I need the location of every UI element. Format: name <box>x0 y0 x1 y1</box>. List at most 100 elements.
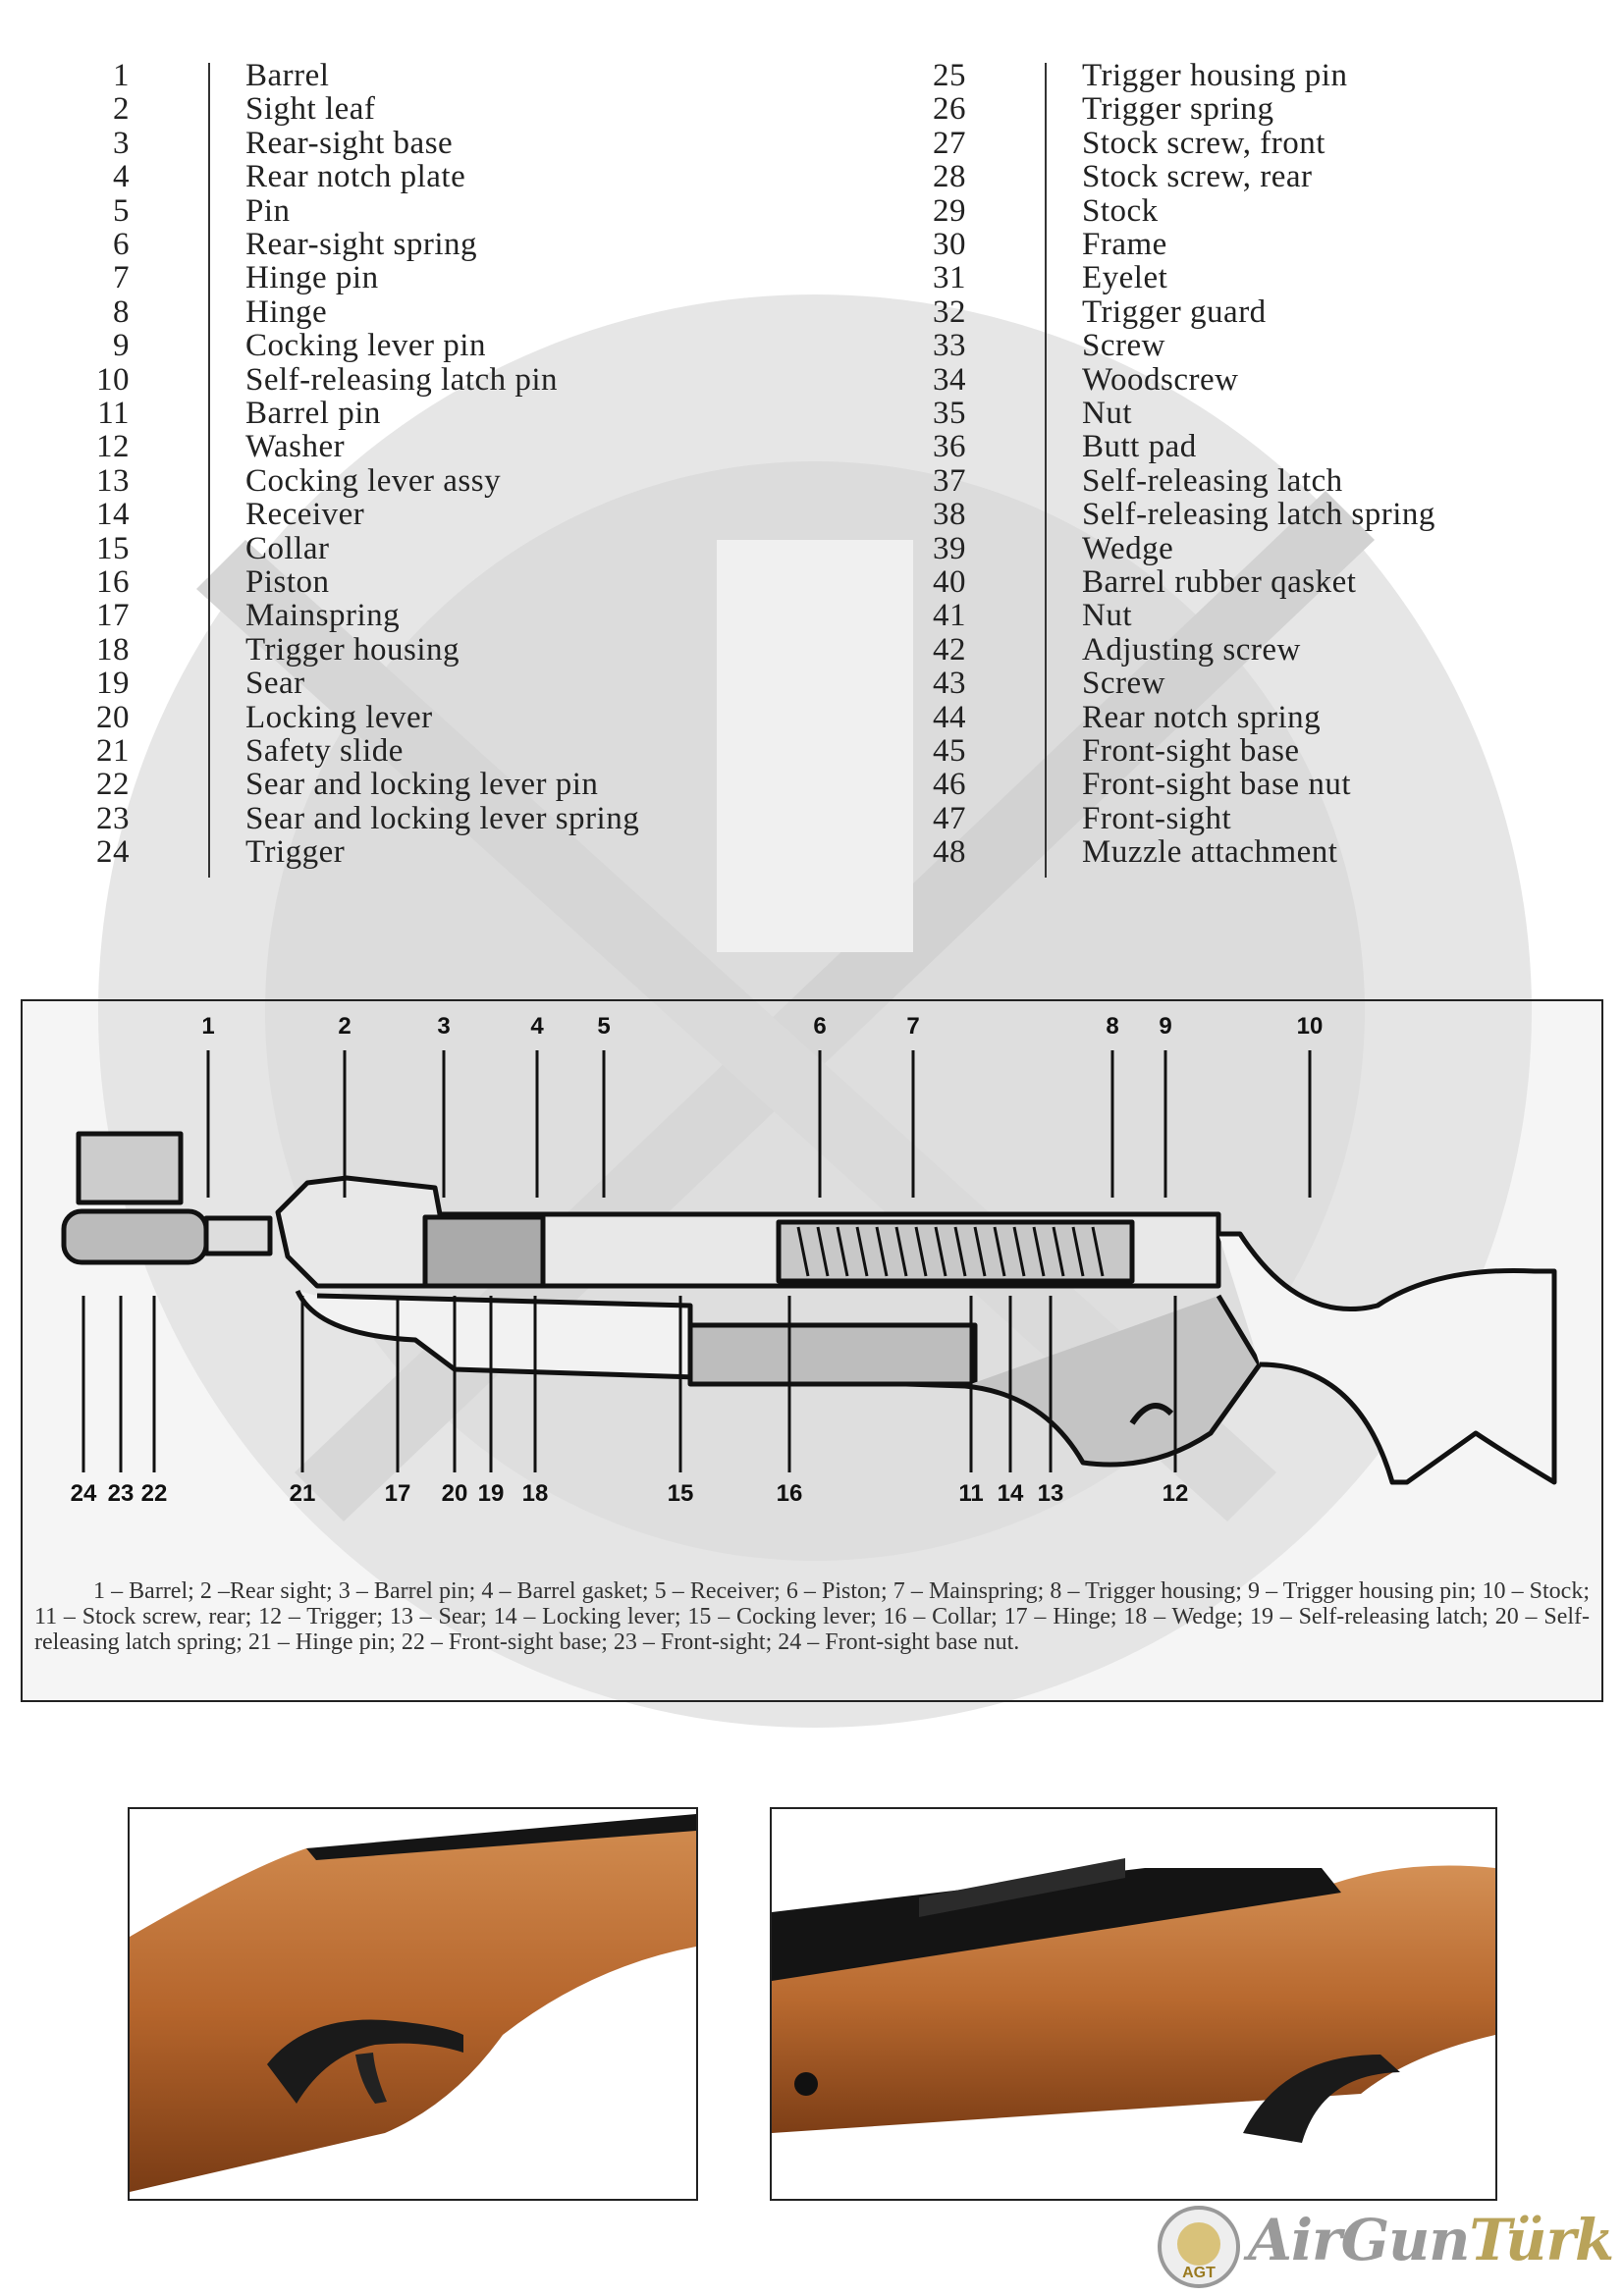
part-name: Barrel pin <box>245 396 381 431</box>
part-name: Sight leaf <box>245 91 376 128</box>
callout-label-bottom: 13 <box>1037 1480 1064 1507</box>
muzzle-attachment-shape <box>61 1208 209 1265</box>
part-number: 43 <box>933 666 966 702</box>
callout-label-bottom: 22 <box>140 1480 168 1507</box>
part-name: Self-releasing latch <box>1082 462 1343 499</box>
part-number: 27 <box>933 125 966 161</box>
part-number: 3 <box>113 125 130 161</box>
part-number: 36 <box>933 429 966 465</box>
part-number: 10 <box>96 361 130 398</box>
part-number: 15 <box>96 530 130 566</box>
part-number: 11 <box>97 396 130 431</box>
part-number: 48 <box>933 834 966 871</box>
part-number: 40 <box>933 564 966 600</box>
part-name: Trigger housing <box>245 631 460 667</box>
part-name: Trigger guard <box>1082 294 1267 330</box>
part-number: 33 <box>933 328 966 364</box>
part-name: Rear-sight spring <box>245 227 478 262</box>
part-name: Stock screw, front <box>1082 125 1325 161</box>
part-number: 25 <box>933 58 966 93</box>
part-name: Stock screw, rear <box>1082 159 1313 195</box>
callout-label-bottom: 24 <box>70 1480 97 1507</box>
part-name: Hinge pin <box>245 260 379 296</box>
part-name: Pin <box>245 192 291 229</box>
part-name: Cocking lever assy <box>245 462 502 499</box>
part-name: Collar <box>245 530 330 566</box>
part-name: Self-releasing latch pin <box>245 361 559 398</box>
part-name: Nut <box>1082 598 1132 634</box>
part-name: Stock <box>1082 192 1159 229</box>
part-number: 42 <box>933 631 966 667</box>
part-number: 13 <box>96 462 130 499</box>
photo-stock-trigger-guard <box>128 1807 698 2201</box>
callout-label-bottom: 18 <box>521 1480 549 1507</box>
photo-stock-receiver <box>770 1807 1497 2201</box>
stock-shape <box>1218 1231 1557 1485</box>
part-name: Rear notch spring <box>1082 699 1322 735</box>
parts-list-divider-left <box>208 63 210 878</box>
front-sight-shape <box>76 1131 184 1205</box>
part-number: 12 <box>96 429 130 465</box>
part-name: Wedge <box>1082 530 1174 566</box>
part-number: 7 <box>113 260 130 296</box>
part-number: 6 <box>113 227 130 262</box>
rifle-cutaway-drawing <box>61 1050 1557 1485</box>
part-name: Safety slide <box>245 733 404 769</box>
part-name: Mainspring <box>245 598 401 634</box>
callout-label-top: 5 <box>597 1013 611 1040</box>
part-name: Self-releasing latch spring <box>1082 497 1435 533</box>
part-number: 41 <box>933 598 966 634</box>
part-number: 46 <box>933 767 966 803</box>
part-name: Rear notch plate <box>245 159 466 195</box>
part-number: 38 <box>933 497 966 533</box>
part-number: 8 <box>113 294 130 330</box>
part-name: Nut <box>1082 396 1132 431</box>
part-number: 19 <box>96 666 130 702</box>
part-name: Washer <box>245 429 346 465</box>
callout-label-top: 6 <box>813 1013 827 1040</box>
callout-label-top: 3 <box>437 1013 451 1040</box>
logo-text-turk: Türk <box>1469 2207 1614 2273</box>
part-number: 47 <box>933 800 966 836</box>
part-number: 9 <box>113 328 130 364</box>
part-name: Woodscrew <box>1082 361 1239 398</box>
callout-label-top: 2 <box>338 1013 352 1040</box>
part-number: 30 <box>933 227 966 262</box>
diagram-caption: 1 – Barrel; 2 –Rear sight; 3 – Barrel pi… <box>34 1578 1590 1655</box>
callout-label-bottom: 11 <box>958 1480 984 1507</box>
agt-badge-icon: AGT <box>1158 2206 1240 2288</box>
part-number: 1 <box>113 58 130 93</box>
part-name: Trigger housing pin <box>1082 58 1348 93</box>
part-number: 35 <box>933 396 966 431</box>
callout-label-bottom: 23 <box>107 1480 135 1507</box>
part-name: Barrel <box>245 58 330 93</box>
part-name: Trigger <box>245 834 346 871</box>
part-number: 18 <box>96 631 130 667</box>
part-number: 21 <box>96 733 130 769</box>
part-number: 32 <box>933 294 966 330</box>
part-name: Screw <box>1082 328 1165 364</box>
part-number: 2 <box>113 91 130 128</box>
callout-label-bottom: 12 <box>1162 1480 1189 1507</box>
part-name: Screw <box>1082 666 1165 702</box>
part-name: Muzzle attachment <box>1082 834 1338 871</box>
part-name: Frame <box>1082 227 1167 262</box>
part-number: 44 <box>933 699 966 735</box>
callout-label-bottom: 14 <box>997 1480 1024 1507</box>
parts-list-divider-right <box>1045 63 1047 878</box>
part-name: Front-sight <box>1082 800 1232 836</box>
part-number: 4 <box>113 159 130 195</box>
part-name: Front-sight base <box>1082 733 1300 769</box>
logo-wordmark: AirGunTürk <box>1248 2207 1614 2273</box>
part-name: Eyelet <box>1082 260 1168 296</box>
part-name: Piston <box>245 564 330 600</box>
part-number: 39 <box>933 530 966 566</box>
part-name: Locking lever <box>245 699 433 735</box>
part-number: 17 <box>96 598 130 634</box>
part-number: 29 <box>933 192 966 229</box>
part-name: Receiver <box>245 497 365 533</box>
part-number: 20 <box>96 699 130 735</box>
part-name: Front-sight base nut <box>1082 767 1351 803</box>
callout-label-top: 1 <box>201 1013 215 1040</box>
